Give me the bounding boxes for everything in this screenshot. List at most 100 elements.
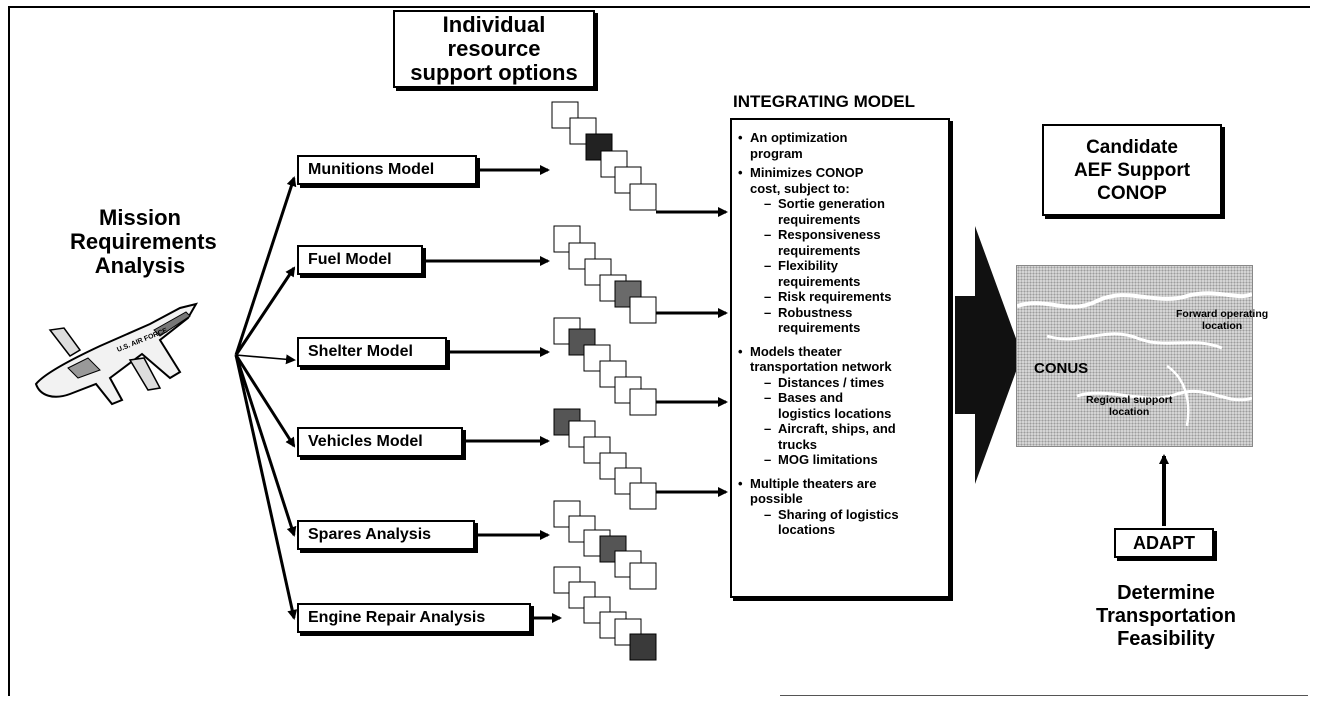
sub-item-text: Sortie generation (778, 196, 885, 211)
option-stacks (551, 101, 657, 661)
resource-line-3: support options (410, 60, 578, 85)
fan-arrows (234, 176, 298, 620)
stack-munitions (551, 101, 657, 211)
candidate-line-2: AEF Support (1073, 159, 1191, 181)
bullet-text: Models theater (750, 343, 842, 359)
resource-options-box: Individual resource support options (393, 10, 595, 88)
sub-item-text: Risk requirements (778, 289, 892, 304)
fuel-model-box: Fuel Model (297, 245, 423, 275)
theater-map (1016, 265, 1253, 447)
candidate-line-3: CONOP (1097, 182, 1167, 204)
stack-vehicles (553, 408, 657, 510)
option-square (629, 183, 657, 211)
stack-spares (553, 500, 657, 590)
munitions-model-label: Munitions Model (308, 161, 435, 178)
mission-line-2: Requirements (70, 229, 217, 254)
sub-item-text: Responsiveness (778, 227, 881, 242)
sub-item-text: logistics locations (778, 405, 892, 421)
engine-repair-analysis-box: Engine Repair Analysis (297, 603, 531, 633)
candidate-line-1: Candidate (1086, 136, 1178, 158)
vehicles-model-label: Vehicles Model (308, 433, 423, 450)
big-output-arrow (955, 226, 1022, 484)
spares-analysis-label: Spares Analysis (308, 526, 432, 543)
bullet-text: Minimizes CONOP (750, 165, 864, 180)
bullet-text: cost, subject to: (750, 180, 850, 196)
shelter-model-box: Shelter Model (297, 337, 447, 367)
fan-arrow-shelter (235, 354, 296, 365)
sub-item-text: Bases and (778, 390, 844, 405)
map-label-text: Regional support (1086, 394, 1173, 406)
option-square-selected (629, 633, 657, 661)
bullet-text: program (750, 145, 803, 161)
fan-arrow-munitions (234, 176, 297, 356)
sub-item-text: Distances / times (778, 374, 885, 390)
regional-support-location-label: Regional support location (1086, 394, 1172, 418)
diagram-frame (8, 6, 1310, 696)
fan-arrow-fuel (234, 266, 296, 356)
option-square (629, 482, 657, 510)
vehicles-model-box: Vehicles Model (297, 427, 463, 457)
determine-feasibility-title: Determine Transportation Feasibility (1086, 582, 1246, 651)
sub-item-mog: –MOG limitations (764, 452, 878, 467)
map-label-text: location (1201, 320, 1243, 332)
sub-item-risk: –Risk requirements (764, 289, 892, 304)
option-square (629, 562, 657, 590)
integrating-model-title: INTEGRATING MODEL (733, 92, 915, 111)
shelter-model-label: Shelter Model (308, 343, 413, 360)
sub-item-text: Robustness (778, 304, 853, 320)
bullet-text: Multiple theaters are (750, 475, 877, 491)
stack-to-model-arrows (656, 207, 728, 497)
sub-item-distances: –Distances / times (764, 374, 885, 390)
stack-fuel (553, 225, 657, 324)
candidate-conop-box: Candidate AEF Support CONOP (1042, 124, 1222, 216)
conus-label: CONUS (1034, 360, 1089, 377)
mission-requirements-title: Mission Requirements Analysis (70, 206, 217, 278)
sub-item-text: requirements (778, 320, 861, 335)
sub-item-text: requirements (778, 242, 861, 258)
bottom-rule (780, 695, 1308, 696)
engine-repair-analysis-label: Engine Repair Analysis (308, 609, 486, 626)
determine-line-2: Transportation (1095, 605, 1236, 627)
stack-shelter (553, 317, 657, 416)
sub-item-text: Sharing of logistics (778, 506, 899, 522)
sub-item-text: Aircraft, ships, and (778, 421, 896, 436)
option-square (629, 296, 657, 324)
sub-item-text: requirements (778, 273, 861, 289)
aircraft-image: U.S. AIR FORCE (34, 302, 199, 406)
option-square (553, 566, 581, 594)
munitions-model-box: Munitions Model (297, 155, 477, 185)
map-coastlines (1017, 291, 1252, 427)
sub-item-text: locations (778, 522, 836, 537)
sub-item-text: trucks (778, 436, 818, 452)
map-label-text: location (1109, 406, 1150, 418)
option-square (553, 225, 581, 253)
map-label-text: Forward operating (1176, 308, 1269, 320)
sub-item-text: MOG limitations (778, 452, 878, 467)
sub-item-text: Flexibility (778, 258, 838, 273)
determine-line-1: Determine (1117, 582, 1215, 604)
bullet-text: possible (750, 491, 803, 506)
bullet-text: transportation network (750, 359, 892, 374)
mission-line-3: Analysis (94, 253, 186, 278)
resource-line-2: resource (447, 36, 541, 61)
bullet-text: An optimization (750, 130, 848, 145)
fan-arrow-spares (234, 354, 297, 537)
spares-analysis-box: Spares Analysis (297, 520, 475, 550)
adapt-box: ADAPT (1114, 528, 1214, 558)
fan-arrow-vehicles (234, 354, 296, 448)
fan-arrow-engine (234, 354, 298, 620)
resource-line-1: Individual (442, 12, 546, 37)
forward-operating-location-label: Forward operating location (1176, 308, 1268, 332)
model-to-stack-arrows (424, 165, 562, 623)
sub-item-text: requirements (778, 211, 861, 227)
